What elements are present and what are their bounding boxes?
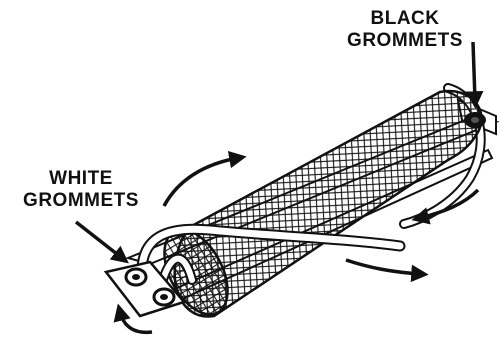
rotation-arrow-bottom-left (120, 312, 152, 332)
black-grommets-label: BLACK GROMMETS (330, 8, 480, 52)
white-grommets-pointer (76, 222, 122, 258)
white-grommet (154, 289, 174, 305)
rotation-arrow-top-left (164, 158, 238, 206)
rotation-arrow-bottom-right (346, 260, 420, 274)
black-grommets-label-line1: BLACK (330, 8, 480, 30)
white-grommets-label-line2: GROMMETS (6, 190, 156, 212)
white-grommet (126, 269, 146, 285)
white-grommets-label-line1: WHITE (6, 168, 156, 190)
white-grommets-label: WHITE GROMMETS (6, 168, 156, 212)
black-grommets-label-line2: GROMMETS (330, 30, 480, 52)
